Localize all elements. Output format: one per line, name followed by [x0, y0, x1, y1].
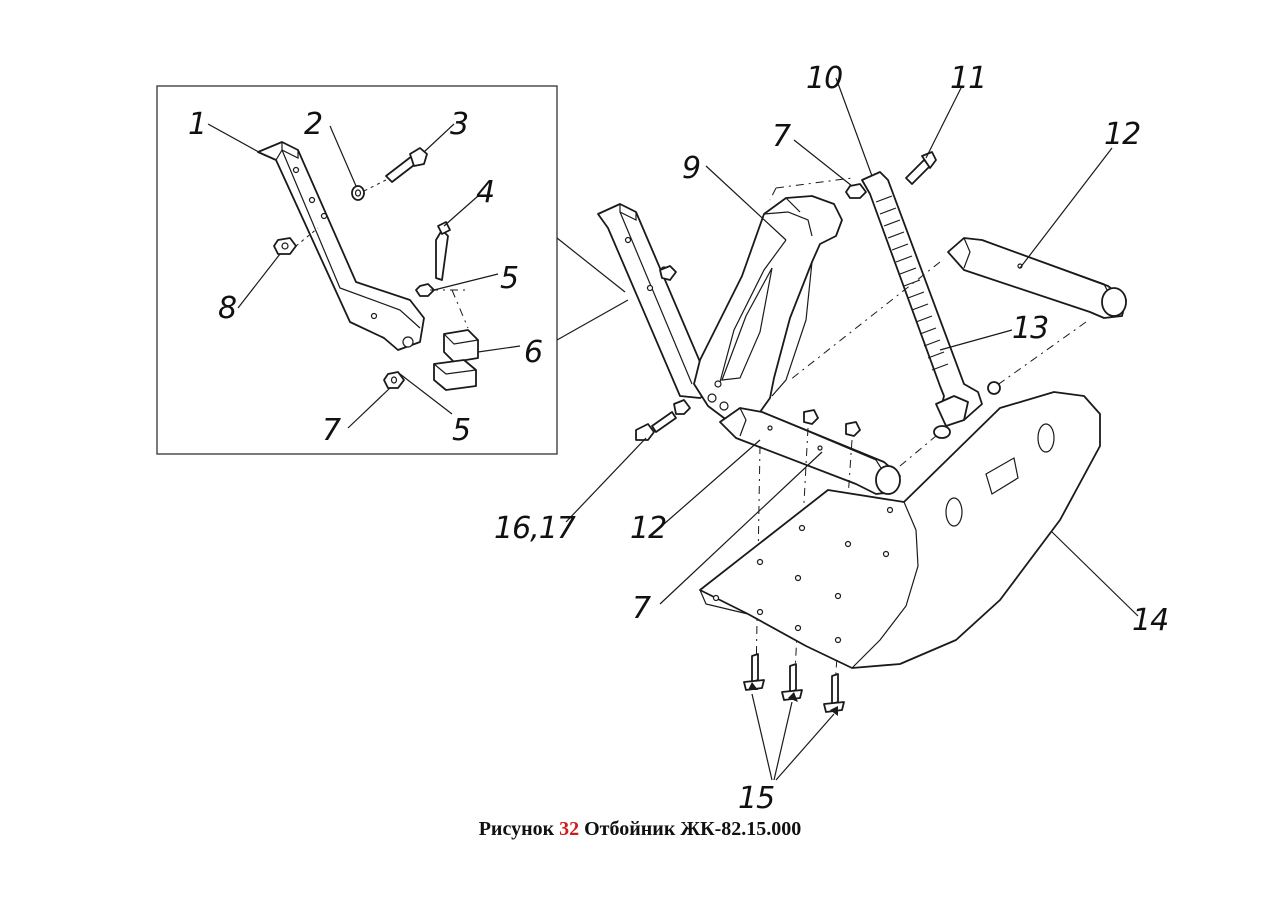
callout-7-top: 7	[772, 119, 791, 154]
part-8-nut	[273, 227, 319, 255]
part-5-nut-upper	[415, 283, 435, 297]
part-14-deflector-plate	[699, 391, 1101, 669]
callout-4: 4	[476, 175, 494, 210]
part-10-13-spring-assembly	[861, 171, 1001, 439]
figure-caption: Рисунок 32 Отбойник ЖК-82.15.000	[0, 818, 1280, 841]
part-16-17-bolt	[635, 411, 677, 441]
callout-13: 13	[1012, 311, 1048, 346]
callout-16-17: 16,17	[494, 511, 576, 546]
part-5-nut-lower	[383, 371, 405, 389]
callout-6: 6	[524, 335, 542, 370]
callout-1: 1	[188, 107, 206, 142]
part-15-bolts	[743, 653, 845, 713]
detail-inset-frame	[156, 85, 558, 455]
part-1-bent-tube	[257, 141, 425, 351]
part-2-washer	[351, 185, 365, 201]
caption-title: Отбойник ЖК-82.15.000	[584, 818, 802, 840]
part-11-bolt	[905, 151, 937, 185]
callout-10: 10	[806, 61, 842, 96]
part-7-nut-top	[845, 183, 867, 199]
inset-connector-top	[556, 237, 626, 293]
part-12-lower-bar	[719, 407, 901, 495]
callout-7-inset: 7	[322, 413, 341, 448]
caption-figure-number: 32	[559, 818, 580, 840]
caption-prefix: Рисунок	[478, 818, 555, 840]
callout-3: 3	[450, 107, 468, 142]
mount-tube	[597, 203, 713, 399]
callout-9: 9	[682, 151, 700, 186]
callout-5-lower: 5	[452, 413, 470, 448]
inset-connector-bottom	[556, 299, 629, 341]
callout-14: 14	[1132, 603, 1168, 638]
leader-lines	[207, 77, 1139, 781]
part-9-arm	[673, 195, 843, 421]
callout-12-upper: 12	[1104, 117, 1140, 152]
assembly-center-lines	[755, 177, 1087, 701]
callout-15: 15	[738, 781, 774, 816]
callout-12-lower: 12	[630, 511, 666, 546]
part-6-clamp	[430, 289, 479, 391]
part-4-bolt	[435, 221, 451, 281]
part-3-bolt	[359, 147, 428, 194]
callout-11: 11	[950, 61, 986, 96]
callout-8: 8	[218, 291, 236, 326]
part-12-upper-bar	[947, 237, 1127, 319]
callout-2: 2	[304, 107, 322, 142]
callout-7-lower: 7	[632, 591, 651, 626]
callout-5-upper: 5	[500, 261, 518, 296]
